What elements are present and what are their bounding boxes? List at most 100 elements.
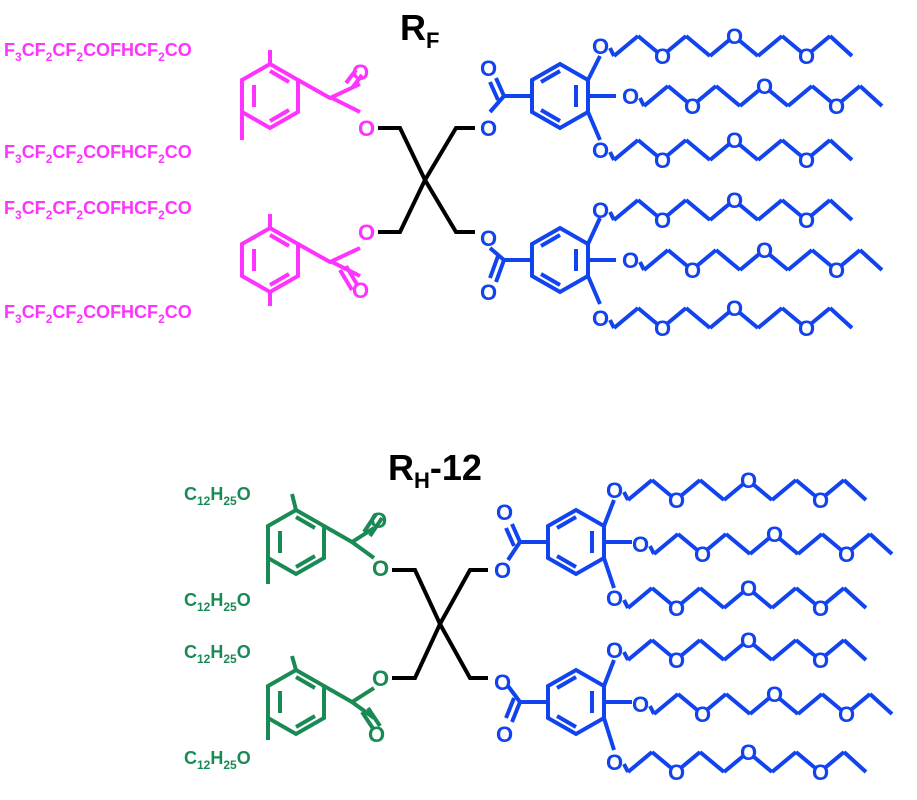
peg-oxygen: O: [726, 24, 743, 49]
peg-bond: [684, 198, 712, 222]
peg-bond: [768, 88, 790, 108]
peg-bond: [794, 478, 816, 498]
title-rf: RF: [400, 7, 439, 53]
peg-bond: [756, 306, 784, 330]
peg-oxygen: O: [694, 542, 711, 567]
peg-bond: [820, 692, 842, 712]
svg-text:O: O: [494, 558, 511, 583]
peg-oxygen: O: [756, 238, 773, 263]
svg-text:O: O: [352, 278, 369, 303]
peg-bond: [810, 248, 832, 268]
peg-oxygen: O: [668, 648, 685, 673]
peg-bond: [698, 638, 726, 662]
peg-bond: [738, 88, 760, 108]
peg-oxygen: O: [798, 44, 815, 69]
alkyl-chain-2: C12H25O: [184, 590, 251, 614]
peg-bond: [666, 34, 688, 54]
peg-bond: [696, 248, 718, 268]
peg-bond: [780, 138, 802, 158]
peg-bond: [724, 532, 752, 556]
peg-bond: [752, 590, 774, 610]
peg-bond: [810, 306, 832, 326]
peg-bond: [786, 84, 814, 108]
peg-bond: [680, 638, 702, 658]
peg-oxygen: O: [592, 198, 609, 223]
peg-ester-oxygens-bottom: O O O O: [494, 500, 513, 747]
peg-bond: [780, 198, 802, 218]
peg-oxygen: O: [654, 44, 671, 69]
peg-bond: [650, 750, 672, 770]
peg-oxygen: O: [766, 522, 783, 547]
peg-bond: [794, 638, 816, 658]
core-rf: [378, 126, 475, 234]
molecule-rh12: RH-12: [184, 447, 894, 785]
peg-oxygen: O: [828, 258, 845, 283]
peg-oxygen: O: [838, 542, 855, 567]
alkyl-arene-lower: [266, 655, 382, 740]
fluoro-oxygens: O O O O: [352, 60, 375, 303]
peg-bond: [666, 198, 688, 218]
peg-bond: [612, 138, 640, 162]
svg-text:O: O: [368, 722, 385, 747]
svg-text:O: O: [370, 508, 387, 533]
peg-bond: [666, 248, 688, 268]
peg-bond: [676, 532, 698, 552]
peg-bond: [706, 692, 728, 712]
alkyl-oxygens: O O O O: [368, 508, 389, 747]
core-rh12: [392, 568, 488, 680]
peg-terminal-methyl: [842, 638, 868, 662]
fluoro-chain-4: F3CF2CF2COFHCF2CO: [4, 302, 192, 326]
peg-oxygen: O: [828, 94, 845, 119]
peg-bond: [612, 198, 640, 222]
peg-bond: [680, 478, 702, 498]
peg-bond: [642, 248, 670, 272]
svg-text:O: O: [480, 280, 497, 305]
peg-bond: [612, 306, 640, 330]
peg-bond: [778, 696, 800, 716]
svg-text:O: O: [480, 56, 497, 81]
peg-oxygen: O: [592, 306, 609, 331]
peg-bond: [738, 252, 760, 272]
peg-bond: [722, 642, 744, 662]
peg-oxygen: O: [632, 692, 649, 717]
peg-bond: [738, 142, 760, 162]
peg-oxygen: O: [726, 188, 743, 213]
peg-bond: [770, 638, 798, 662]
svg-text:O: O: [358, 220, 375, 245]
peg-bond: [626, 586, 654, 610]
peg-oxygen: O: [684, 258, 701, 283]
peg-bond: [722, 754, 744, 774]
peg-bond: [666, 84, 688, 104]
peg-bond: [650, 586, 672, 606]
peg-bond: [666, 306, 688, 326]
peg-bond: [636, 306, 658, 326]
peg-oxygen: O: [798, 316, 815, 341]
peg-bond: [824, 638, 846, 658]
peg-bond: [770, 478, 798, 502]
peg-bond: [752, 482, 774, 502]
peg-bond: [724, 692, 752, 716]
peg-arene-lower: [488, 217, 616, 305]
peg-oxygen: O: [740, 468, 757, 493]
peg-bond: [708, 202, 730, 222]
peg-oxygen: O: [654, 208, 671, 233]
alkyl-arene-upper: [266, 493, 384, 584]
peg-bond: [612, 34, 640, 58]
fluoro-chain-3: F3CF2CF2COFHCF2CO: [4, 198, 192, 222]
peg-oxygen: O: [766, 682, 783, 707]
peg-oxygen: O: [798, 148, 815, 173]
peg-bond: [850, 692, 872, 712]
molecule-rf: RF: [4, 7, 884, 341]
peg-bond: [824, 478, 846, 498]
peg-bond: [666, 138, 688, 158]
peg-arene-upper: [488, 55, 616, 141]
peg-bond: [698, 478, 726, 502]
